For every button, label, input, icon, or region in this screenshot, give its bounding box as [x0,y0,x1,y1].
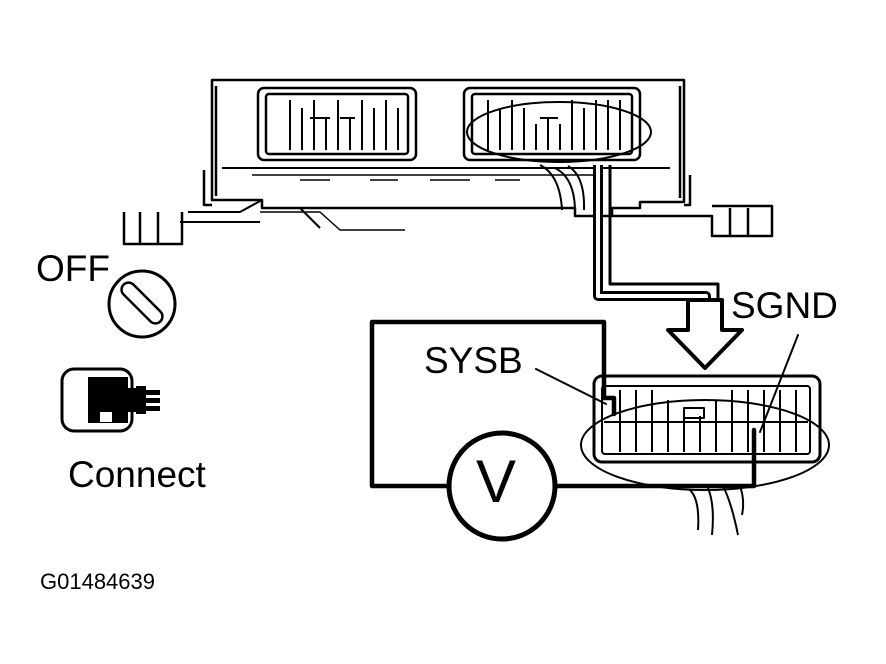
ignition-key-off-icon [107,269,177,339]
connect-label: Connect [68,454,206,495]
figure-id: G01484639 [40,569,155,594]
voltmeter-label: V [476,448,517,515]
sgnd-terminal-label: SGND [731,285,838,326]
connector-connect-icon [60,367,160,433]
sysb-terminal-label: SYSB [424,340,523,381]
voltmeter-circuit [369,319,799,489]
ecu-unit [122,78,774,246]
down-arrow-icon [666,298,744,370]
voltmeter-icon [446,430,558,542]
harness-connector [580,374,830,536]
off-label: OFF [36,248,110,289]
